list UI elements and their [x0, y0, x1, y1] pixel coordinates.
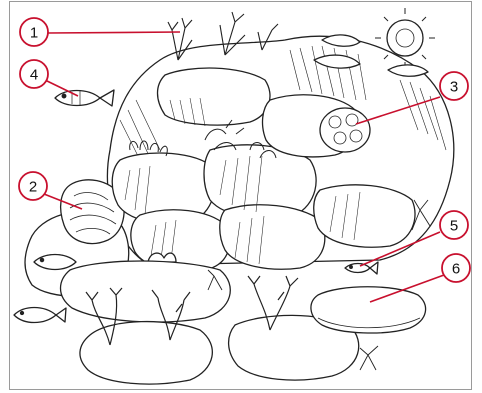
rock-mid-7: [314, 185, 415, 247]
plate-coral-right: [320, 108, 370, 152]
flat-plate-coral: [311, 287, 426, 333]
callout-label-3: 3: [450, 79, 458, 96]
callout-marker-4: 4: [20, 60, 48, 88]
leader-1: [48, 32, 180, 33]
callout-label-1: 1: [30, 25, 38, 42]
callout-marker-2: 2: [19, 172, 47, 200]
callout-marker-3: 3: [440, 72, 468, 100]
rock-front-center-left: [80, 322, 212, 385]
callout-label-6: 6: [452, 261, 460, 278]
rock-front-left: [61, 261, 231, 322]
callout-marker-5: 5: [440, 211, 468, 239]
callout-label-4: 4: [30, 67, 38, 84]
callout-label-2: 2: [29, 179, 37, 196]
callout-marker-6: 6: [442, 254, 470, 282]
callout-marker-1: 1: [20, 18, 48, 46]
callout-label-5: 5: [450, 218, 458, 235]
rock-mid-6: [220, 205, 325, 269]
